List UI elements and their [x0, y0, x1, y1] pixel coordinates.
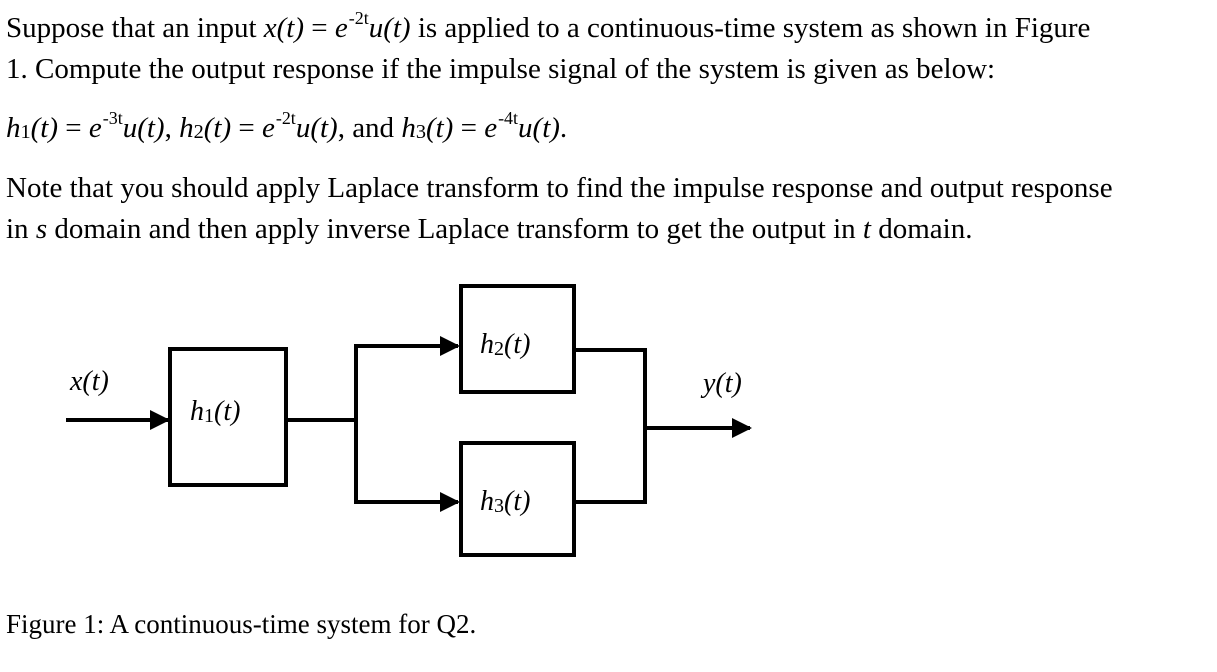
block-h1-label: h1(t) [190, 396, 240, 427]
impulse-definitions: h1(t) = e-3tu(t), h2(t) = e-2tu(t), and … [6, 108, 567, 149]
block-h3-label: h3(t) [480, 486, 530, 517]
figure-caption: Figure 1: A continuous-time system for Q… [6, 609, 477, 639]
note-paragraph: Note that you should apply Laplace trans… [6, 168, 1113, 250]
problem-line-2: 1. Compute the output response if the im… [6, 53, 996, 85]
impulse-h3: h3(t) = e-4tu(t). [401, 108, 568, 144]
impulse-h2: h2(t) = e-2tu(t), and [179, 108, 402, 144]
branch-upper-arrow [354, 336, 460, 422]
block-h3 [459, 441, 576, 557]
block-h1 [168, 347, 288, 487]
combiner-line [574, 348, 647, 504]
branch-lower-arrow [354, 418, 460, 512]
note-line-2: in s domain and then apply inverse Lapla… [6, 213, 973, 245]
note-line-1: Note that you should apply Laplace trans… [6, 172, 1113, 204]
input-label: x(t) [69, 366, 109, 397]
problem-statement: Suppose that an input x(t) = e-2tu(t) is… [6, 8, 1090, 90]
block-h2 [459, 284, 576, 394]
impulse-h1: h1(t) = e-3tu(t), [6, 108, 180, 144]
problem-line-1: Suppose that an input x(t) = e-2tu(t) is… [6, 8, 1091, 44]
block-h2-label: h2(t) [480, 329, 530, 360]
output-label: y(t) [700, 368, 742, 399]
